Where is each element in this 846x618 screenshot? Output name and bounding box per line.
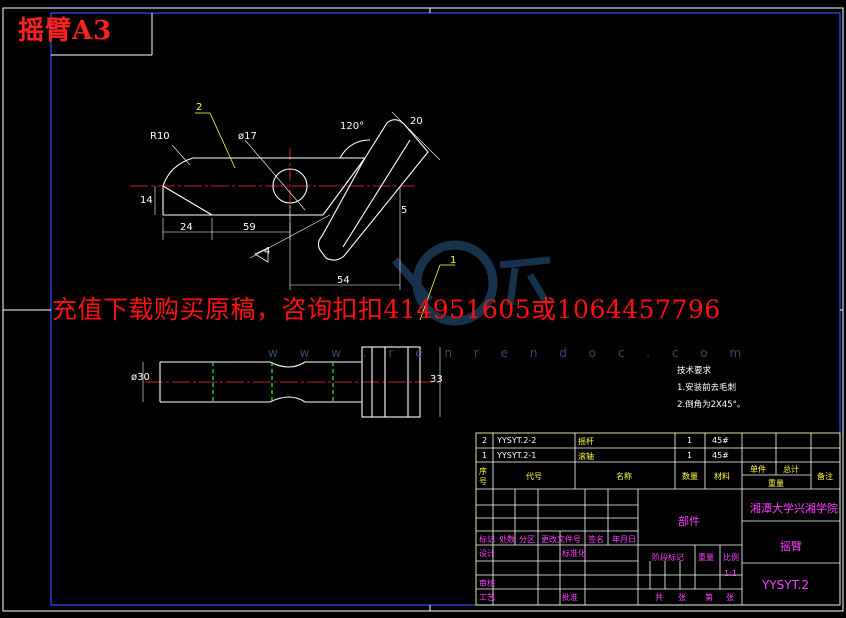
dim-33: 33 — [430, 374, 443, 385]
title-block — [475, 432, 841, 606]
bom-header-total: 总计 — [783, 465, 799, 474]
weight-label: 重量 — [698, 553, 714, 562]
rev-doc: 更改文件号 — [541, 535, 581, 544]
rev-mark: 标记 — [479, 535, 495, 544]
school-name: 湘潭大学兴湘学院 — [750, 502, 838, 515]
bom-mat: 45# — [712, 436, 729, 445]
design-label: 设计 — [479, 549, 495, 558]
bom-qty: 1 — [687, 436, 693, 445]
inner-frame — [50, 12, 841, 606]
dim-4: 4 — [264, 246, 271, 257]
bom-code: YYSYT.2-1 — [497, 451, 537, 460]
notes-heading: 技术要求 — [677, 366, 712, 376]
std-label: 标准化 — [562, 549, 586, 558]
bom-qty: 1 — [687, 451, 693, 460]
scale-value: 1:1 — [724, 569, 737, 578]
bom-header-single: 单件 — [750, 465, 766, 474]
stage-label: 阶段标记 — [652, 553, 684, 562]
review-label: 审核 — [479, 579, 495, 588]
callout-1: 1 — [450, 255, 457, 266]
dim-54: 54 — [337, 275, 350, 286]
watermark-logo — [391, 240, 551, 326]
rev-zone: 分区 — [519, 535, 535, 544]
sheet-total-label: 共 — [655, 593, 663, 602]
dim-24: 24 — [180, 222, 193, 233]
watermark-url: w w w . r e n r e n d o c . c o m — [268, 346, 751, 360]
rev-date: 年月日 — [612, 535, 636, 544]
dim-20: 20 — [410, 116, 423, 127]
bom-code: YYSYT.2-2 — [497, 436, 537, 445]
bom-header-qty: 数量 — [682, 472, 698, 481]
technical-notes: 技术要求 1.安装前去毛刺 2.倒角为2X45°。 — [677, 363, 745, 414]
dim-angle: 120° — [340, 121, 365, 132]
bom-name: 滚轴 — [578, 452, 594, 461]
front-view — [142, 346, 441, 418]
drawing-number: YYSYT.2 — [762, 578, 809, 592]
drawing-title: 摇臂A3 — [18, 16, 113, 46]
part-label: 部件 — [678, 515, 700, 528]
bom-name: 摇杆 — [578, 437, 594, 446]
bom-header-no: 序号 — [479, 467, 487, 486]
note-1: 1.安装前去毛刺 — [677, 383, 737, 393]
bom-header-code: 代号 — [526, 472, 542, 481]
bom-header-remark: 备注 — [817, 472, 833, 481]
dim-14: 14 — [140, 195, 153, 206]
bom-header-mat: 材料 — [714, 472, 730, 481]
sheet-index-label: 第 — [705, 593, 713, 602]
process-label: 工艺 — [479, 593, 495, 602]
dim-phi17: ø17 — [238, 131, 257, 142]
bom-no: 2 — [482, 436, 488, 445]
top-view — [130, 111, 455, 321]
approve-label: 批准 — [562, 593, 578, 602]
bom-no: 1 — [482, 451, 488, 460]
sheet-unit-2: 张 — [726, 593, 734, 602]
scale-label: 比例 — [723, 553, 739, 562]
drawing-name: 摇臂 — [780, 540, 802, 553]
callout-2: 2 — [196, 102, 203, 113]
rev-sign: 签名 — [588, 535, 604, 544]
dim-5: 5 — [401, 205, 408, 216]
bom-mat: 45# — [712, 451, 729, 460]
sheet-unit-1: 张 — [678, 593, 686, 602]
rev-count: 处数 — [499, 535, 515, 544]
dim-phi30: ø30 — [131, 372, 150, 383]
dim-59: 59 — [243, 222, 256, 233]
bom-header-weight: 重量 — [768, 479, 784, 488]
dim-r10: R10 — [150, 131, 170, 142]
bom-header-name: 名称 — [616, 472, 632, 481]
note-2: 2.倒角为2X45°。 — [677, 400, 746, 410]
promo-banner: 充值下载购买原稿，咨询扣扣414951605或1064457796 — [52, 295, 721, 324]
